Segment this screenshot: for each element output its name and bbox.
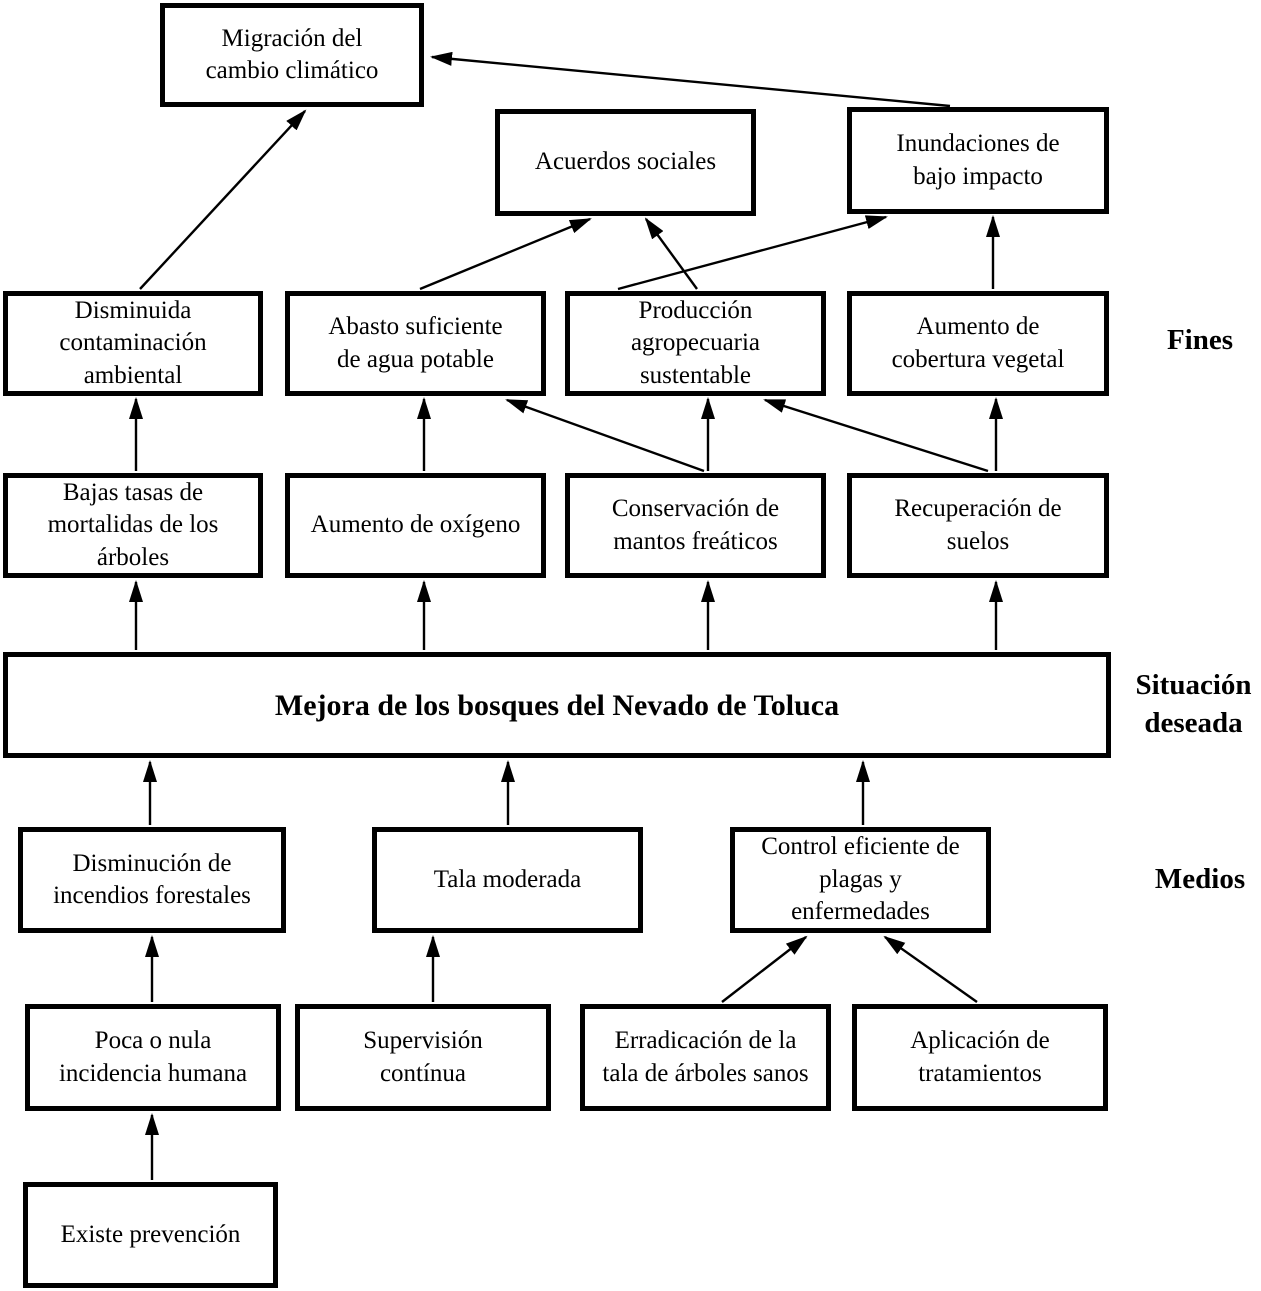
node-cobertura: Aumento de cobertura vegetal xyxy=(847,291,1109,396)
arrow-abasto-to-acuerdos xyxy=(419,217,592,291)
node-erradicacion: Erradicación de la tala de árboles sanos xyxy=(580,1004,831,1111)
node-incendios: Disminución de incendios forestales xyxy=(18,827,286,933)
node-inundaciones: Inundaciones de bajo impacto xyxy=(847,107,1109,214)
node-oxigeno: Aumento de oxígeno xyxy=(285,473,546,578)
node-aplicacion: Aplicación de tratamientos xyxy=(852,1004,1108,1111)
node-supervision: Supervisión contínua xyxy=(295,1004,551,1111)
node-existe: Existe prevención xyxy=(23,1182,278,1288)
node-tala: Tala moderada xyxy=(372,827,643,933)
node-bajas: Bajas tasas de mortalidas de los árboles xyxy=(3,473,263,578)
label-medios: Medios xyxy=(1154,863,1246,895)
arrow-produccion-to-acuerdos xyxy=(644,217,698,290)
arrow-produccion-to-inundaciones xyxy=(617,215,888,291)
arrow-aplicacion-to-control xyxy=(883,935,978,1003)
arrow-conservacion-to-abasto xyxy=(505,398,705,473)
node-acuerdos: Acuerdos sociales xyxy=(495,109,756,216)
arrow-inundaciones-to-migracion xyxy=(430,51,951,108)
node-produccion: Producción agropecuaria sustentable xyxy=(565,291,826,396)
node-disminuida: Disminuida contaminación ambiental xyxy=(3,291,263,396)
node-recuperacion: Recuperación de suelos xyxy=(847,473,1109,578)
label-fines: Fines xyxy=(1166,324,1234,356)
arrow-disminuida-to-migracion xyxy=(139,109,307,290)
node-poca: Poca o nula incidencia humana xyxy=(25,1004,281,1111)
arrow-recuperacion-to-produccion xyxy=(763,398,989,473)
node-conservacion: Conservación de mantos freáticos xyxy=(565,473,826,578)
arrow-erradicacion-to-control xyxy=(721,935,808,1003)
label-situacion: Situación deseada xyxy=(1135,669,1252,739)
node-control: Control eficiente de plagas y enfermedad… xyxy=(730,827,991,933)
node-abasto: Abasto suficiente de agua potable xyxy=(285,291,546,396)
node-migracion: Migración del cambio climático xyxy=(160,3,424,107)
node-mejora: Mejora de los bosques del Nevado de Tolu… xyxy=(3,652,1111,758)
